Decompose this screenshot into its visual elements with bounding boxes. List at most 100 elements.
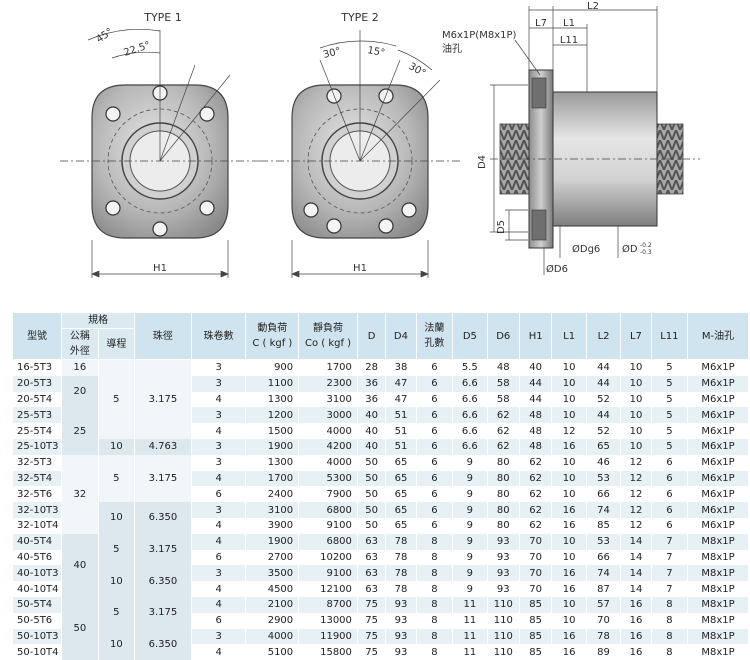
cell-l2: 66: [586, 486, 620, 502]
cell-circuits: 3: [191, 407, 246, 423]
header-lead: 導程: [98, 329, 134, 360]
cell-h1: 62: [519, 486, 551, 502]
cell-nominal-od: 40: [62, 534, 98, 597]
cell-m: M8x1P: [688, 581, 749, 597]
cell-holes: 6: [416, 376, 452, 392]
cell-circuits: 3: [191, 455, 246, 471]
cell-l11: 8: [651, 613, 687, 629]
cell-d: 28: [357, 360, 385, 376]
cell-l7: 16: [621, 613, 651, 629]
cell-d5: 11: [453, 613, 487, 629]
cell-l2: 66: [586, 550, 620, 566]
cell-ball-dia: 6.350: [135, 629, 192, 660]
type2-h1-label: H1: [353, 263, 367, 274]
cell-h1: 70: [519, 565, 551, 581]
cell-l1: 10: [552, 360, 586, 376]
cell-l11: 5: [651, 439, 687, 455]
side-D-tol-upper: -0.2: [640, 242, 652, 249]
cell-circuits: 4: [191, 644, 246, 660]
cell-d5: 9: [453, 534, 487, 550]
header-D4: D4: [386, 313, 416, 360]
cell-l7: 10: [621, 360, 651, 376]
header-dynamic-load-unit: C ( kgf ): [252, 338, 292, 349]
cell-d5: 9: [453, 565, 487, 581]
cell-d6: 80: [487, 518, 519, 534]
cell-c: 3900: [246, 518, 299, 534]
cell-d5: 6.6: [453, 439, 487, 455]
cell-l1: 10: [552, 613, 586, 629]
cell-nominal-od: 50: [62, 597, 98, 660]
type1-h1-label: H1: [153, 263, 167, 274]
cell-m: M8x1P: [688, 644, 749, 660]
cell-l1: 10: [552, 550, 586, 566]
cell-circuits: 4: [191, 597, 246, 613]
cell-m: M6x1P: [688, 502, 749, 518]
header-static-load-unit: Co ( kgf ): [305, 338, 351, 349]
cell-lead: 10: [98, 502, 134, 534]
cell-d: 36: [357, 392, 385, 408]
cell-model: 32-5T4: [13, 471, 62, 487]
cell-lead: 10: [98, 629, 134, 660]
cell-l7: 16: [621, 629, 651, 645]
cell-circuits: 6: [191, 550, 246, 566]
cell-holes: 8: [416, 534, 452, 550]
cell-model: 50-5T4: [13, 597, 62, 613]
cell-d5: 9: [453, 518, 487, 534]
header-D6: D6: [487, 313, 519, 360]
cell-holes: 8: [416, 581, 452, 597]
cell-l11: 5: [651, 392, 687, 408]
cell-circuits: 4: [191, 534, 246, 550]
cell-l2: 74: [586, 502, 620, 518]
bolt-hole: [153, 222, 167, 236]
cell-h1: 70: [519, 581, 551, 597]
type2-angle-15: 15°: [366, 45, 385, 59]
side-D6-label: ØD6: [546, 263, 568, 275]
cell-l2: 44: [586, 407, 620, 423]
cell-h1: 44: [519, 392, 551, 408]
cell-ball-dia: 3.175: [135, 360, 192, 439]
cell-d5: 6.6: [453, 376, 487, 392]
cell-holes: 6: [416, 439, 452, 455]
cell-l1: 10: [552, 455, 586, 471]
cell-holes: 6: [416, 423, 452, 439]
cell-l11: 8: [651, 629, 687, 645]
cell-m: M6x1P: [688, 407, 749, 423]
cell-m: M6x1P: [688, 439, 749, 455]
side-Dg6-label: ØDg6: [572, 243, 600, 255]
cell-l2: 70: [586, 613, 620, 629]
cell-d: 50: [357, 471, 385, 487]
cell-d4: 78: [386, 534, 416, 550]
cell-holes: 8: [416, 613, 452, 629]
cell-d5: 6.6: [453, 392, 487, 408]
cell-l1: 16: [552, 644, 586, 660]
type2-angle-lines: [260, 30, 460, 161]
cell-m: M8x1P: [688, 613, 749, 629]
cell-l1: 16: [552, 502, 586, 518]
cell-co: 13000: [299, 613, 358, 629]
cell-c: 2700: [246, 550, 299, 566]
cell-holes: 6: [416, 486, 452, 502]
cell-c: 1300: [246, 392, 299, 408]
cell-d6: 58: [487, 376, 519, 392]
cell-h1: 62: [519, 455, 551, 471]
cell-d6: 93: [487, 581, 519, 597]
cell-lead: 5: [98, 597, 134, 629]
cell-l11: 7: [651, 581, 687, 597]
cell-d: 75: [357, 629, 385, 645]
cell-circuits: 4: [191, 518, 246, 534]
cell-co: 3000: [299, 407, 358, 423]
cell-d4: 65: [386, 518, 416, 534]
cell-ball-dia: 4.763: [135, 439, 192, 455]
cell-l11: 5: [651, 376, 687, 392]
cell-model: 25-10T3: [13, 439, 62, 455]
cell-m: M8x1P: [688, 550, 749, 566]
cell-circuits: 4: [191, 581, 246, 597]
cell-circuits: 3: [191, 360, 246, 376]
cell-co: 9100: [299, 565, 358, 581]
cell-l2: 87: [586, 581, 620, 597]
cell-d5: 6.6: [453, 423, 487, 439]
cell-d5: 11: [453, 644, 487, 660]
cell-l1: 12: [552, 423, 586, 439]
